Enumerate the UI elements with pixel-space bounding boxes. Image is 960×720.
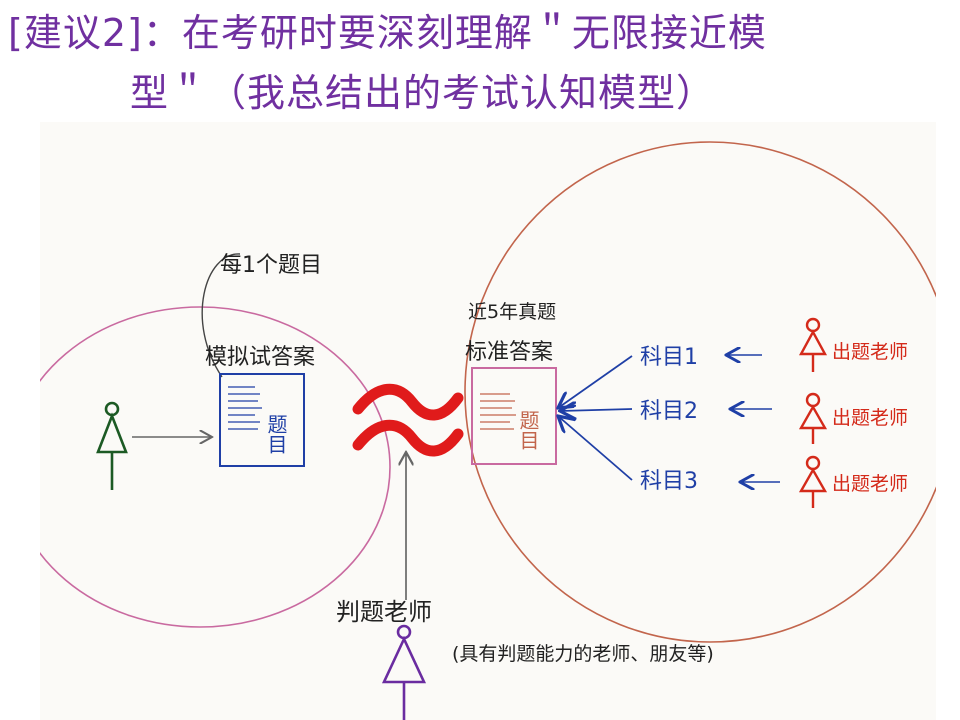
grader-figure-icon <box>381 624 427 720</box>
subject-3-label: 科目3 <box>640 469 698 494</box>
subject-arrows <box>558 355 633 481</box>
setter-3-label: 出题老师 <box>832 473 908 495</box>
setter-1-label: 出题老师 <box>832 341 908 363</box>
subject-2-label: 科目2 <box>640 399 698 424</box>
right-answer-sheet: 题目 <box>471 367 557 465</box>
grader-label: 判题老师 <box>336 598 432 626</box>
grader-note: (具有判题能力的老师、朋友等) <box>452 643 714 665</box>
right-paper-label: 标准答案 <box>465 340 553 365</box>
student-figure-icon <box>96 401 128 490</box>
diagram-canvas: 每1个题目 模拟试答案 题目 ≈ 近5年真题 标准答案 <box>40 141 936 720</box>
setter-2-figure-icon <box>798 392 828 444</box>
left-annotation-leader <box>201 253 241 378</box>
setter-2-label: 出题老师 <box>832 407 908 429</box>
left-paper-label: 模拟试答案 <box>205 345 315 370</box>
right-top-note: 近5年真题 <box>468 301 556 323</box>
left-annotation-text: 每1个题目 <box>220 253 322 278</box>
left-paper-text: 题目 <box>264 414 288 454</box>
right-circle <box>464 141 936 643</box>
subject-1-label: 科目1 <box>640 345 698 370</box>
left-circle <box>40 306 391 628</box>
slide-title-line-1: [建议2]：在考研时要深刻理解＂无限接近模 <box>8 11 767 55</box>
hand-drawn-diagram-photo: 每1个题目 模拟试答案 题目 ≈ 近5年真题 标准答案 <box>40 122 936 720</box>
left-answer-sheet: 题目 <box>219 373 305 467</box>
setter-1-figure-icon <box>798 317 828 372</box>
right-paper-text: 题目 <box>516 410 540 450</box>
setter-3-figure-icon <box>798 455 828 508</box>
approximately-equal-symbol <box>352 383 464 457</box>
slide-title-line-2: 型＂（我总结出的考试认知模型） <box>130 71 716 115</box>
